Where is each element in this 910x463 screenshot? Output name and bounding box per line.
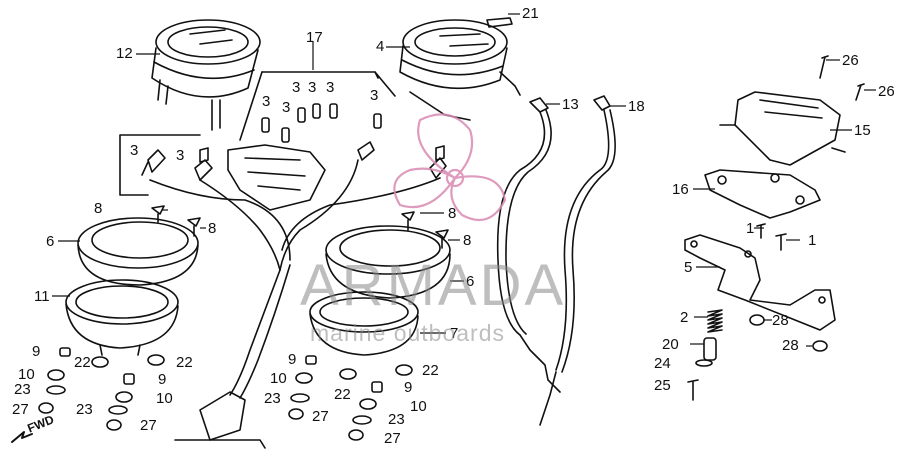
callout-2: 2 <box>680 309 689 326</box>
nut-28-b <box>812 340 828 352</box>
callout-25: 25 <box>654 377 671 394</box>
callout-11: 11 <box>34 288 50 305</box>
callout-23-d: 23 <box>388 411 405 428</box>
small-parts-left <box>38 347 165 431</box>
callout-22-a: 22 <box>74 354 91 371</box>
callout-9-a: 9 <box>32 343 41 360</box>
bezel-ring-6-left <box>77 217 199 286</box>
sleeve-20 <box>703 337 717 361</box>
gauge-housing-12 <box>151 19 261 131</box>
callout-10-b: 10 <box>156 390 173 407</box>
callout-20: 20 <box>662 336 679 353</box>
callout-27-a: 27 <box>12 401 29 418</box>
callout-6-b: 6 <box>466 273 475 290</box>
callout-28-a: 28 <box>772 312 789 329</box>
callout-24: 24 <box>654 355 671 372</box>
callout-16: 16 <box>672 181 689 198</box>
callout-3-g: 3 <box>130 142 139 159</box>
screw-1-b <box>775 233 787 251</box>
bolt-25 <box>687 379 699 401</box>
watermark-tagline: marine outboards <box>310 320 505 346</box>
tag-21 <box>486 17 513 28</box>
callout-4: 4 <box>376 38 385 55</box>
callout-5: 5 <box>684 259 693 276</box>
bulb-sockets-3 <box>141 103 447 181</box>
callout-3-a: 3 <box>262 93 271 110</box>
wiring-harness-17 <box>149 144 441 449</box>
screw-26-b <box>855 83 865 101</box>
fwd-arrow <box>11 431 33 443</box>
callout-3-h: 3 <box>176 147 185 164</box>
callout-3-d: 3 <box>308 79 317 96</box>
bracket-16 <box>704 169 821 219</box>
callout-3-c: 3 <box>292 79 301 96</box>
callout-23-b: 23 <box>76 401 93 418</box>
callout-22-d: 22 <box>422 362 439 379</box>
cables-13-18 <box>496 95 616 426</box>
callout-8-d: 8 <box>463 232 472 249</box>
callout-15: 15 <box>854 122 871 139</box>
lens-ring-11 <box>65 279 179 356</box>
callout-28-b: 28 <box>782 337 799 354</box>
cover-15 <box>719 91 846 166</box>
callout-10-d: 10 <box>410 398 427 415</box>
callout-27-d: 27 <box>384 430 401 447</box>
callout-18: 18 <box>628 98 645 115</box>
plate-5 <box>684 234 836 331</box>
callout-8-b: 8 <box>208 220 217 237</box>
bezel-ring-6-center <box>325 225 451 299</box>
callout-8-a: 8 <box>94 200 103 217</box>
callout-23-a: 23 <box>14 381 31 398</box>
callout-7: 7 <box>450 325 459 342</box>
gauge-housing-4 <box>399 19 521 121</box>
callout-3-f: 3 <box>370 87 379 104</box>
callout-10-c: 10 <box>270 370 287 387</box>
watermark-logo <box>393 113 507 222</box>
callout-26-b: 26 <box>878 83 895 100</box>
callout-9-b: 9 <box>158 371 167 388</box>
watermark-brand: ARMADA <box>300 253 567 318</box>
lens-ring-7 <box>309 291 419 356</box>
callout-12: 12 <box>116 45 133 62</box>
callout-9-c: 9 <box>288 351 297 368</box>
callout-23-c: 23 <box>264 390 281 407</box>
callout-27-b: 27 <box>140 417 157 434</box>
callout-27-c: 27 <box>312 408 329 425</box>
screw-26-a <box>819 55 829 79</box>
spring-2 <box>707 309 723 333</box>
callout-3-e: 3 <box>326 79 335 96</box>
callout-1-a: 1 <box>746 220 755 237</box>
callout-17: 17 <box>306 29 323 46</box>
callout-21: 21 <box>522 5 539 22</box>
callout-22-b: 22 <box>176 354 193 371</box>
callout-10-a: 10 <box>18 366 35 383</box>
leader-lines <box>52 13 876 347</box>
callout-13: 13 <box>562 96 579 113</box>
callout-22-c: 22 <box>334 386 351 403</box>
callout-26-a: 26 <box>842 52 859 69</box>
callout-9-d: 9 <box>404 379 413 396</box>
nut-28-a <box>749 314 765 326</box>
callout-6-a: 6 <box>46 233 55 250</box>
washer-24 <box>695 359 713 367</box>
callout-1-b: 1 <box>808 232 817 249</box>
small-parts-center <box>288 355 413 441</box>
callout-8-c: 8 <box>448 205 457 222</box>
screw-1-a <box>756 223 766 239</box>
callout-3-b: 3 <box>282 99 291 116</box>
